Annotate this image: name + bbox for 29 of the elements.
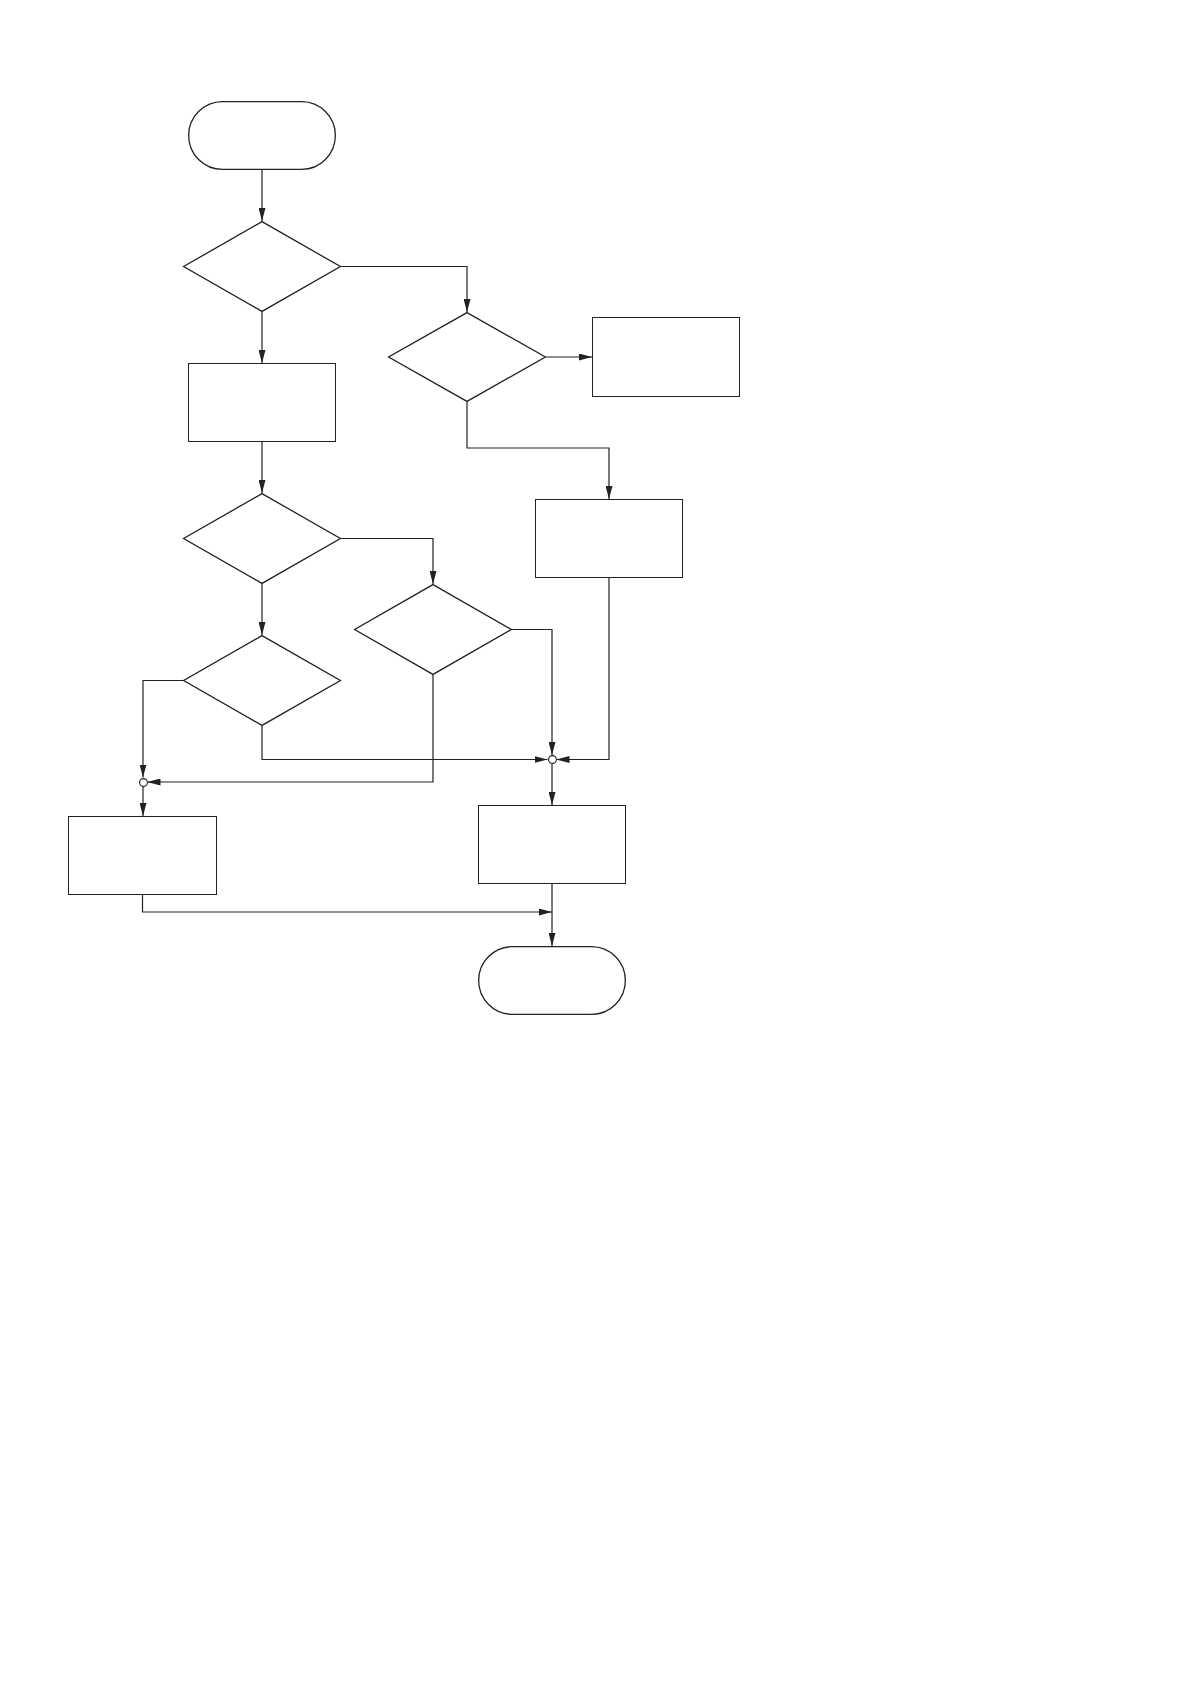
flow-arrow [548,763,556,806]
flow-arrow [139,679,184,779]
flow-arrow [141,894,553,916]
decision-diamond [183,493,341,584]
process-box [68,816,217,895]
flow-arrow [261,725,549,763]
decision-diamond [183,635,341,726]
flow-arrow [258,583,266,636]
flow-arrow [555,577,610,763]
flow-arrow [146,674,434,786]
decision-diamond [354,584,512,675]
decision-diamond [388,312,546,402]
process-box [535,499,683,578]
flow-arrow [511,628,556,756]
flow-arrow [466,401,613,500]
junction-circle [138,777,148,787]
decision-diamond [183,221,341,312]
flow-arrow [258,441,266,494]
junction-circle [547,755,557,764]
process-box [592,317,740,397]
flow-arrow [258,169,266,222]
process-box [478,805,626,884]
flow-arrow [139,785,147,817]
flow-arrow [340,265,471,313]
flow-arrow [548,883,556,947]
flow-arrow [258,311,266,364]
process-box [188,363,336,442]
flow-arrow [340,537,437,585]
flow-arrow [545,353,593,361]
